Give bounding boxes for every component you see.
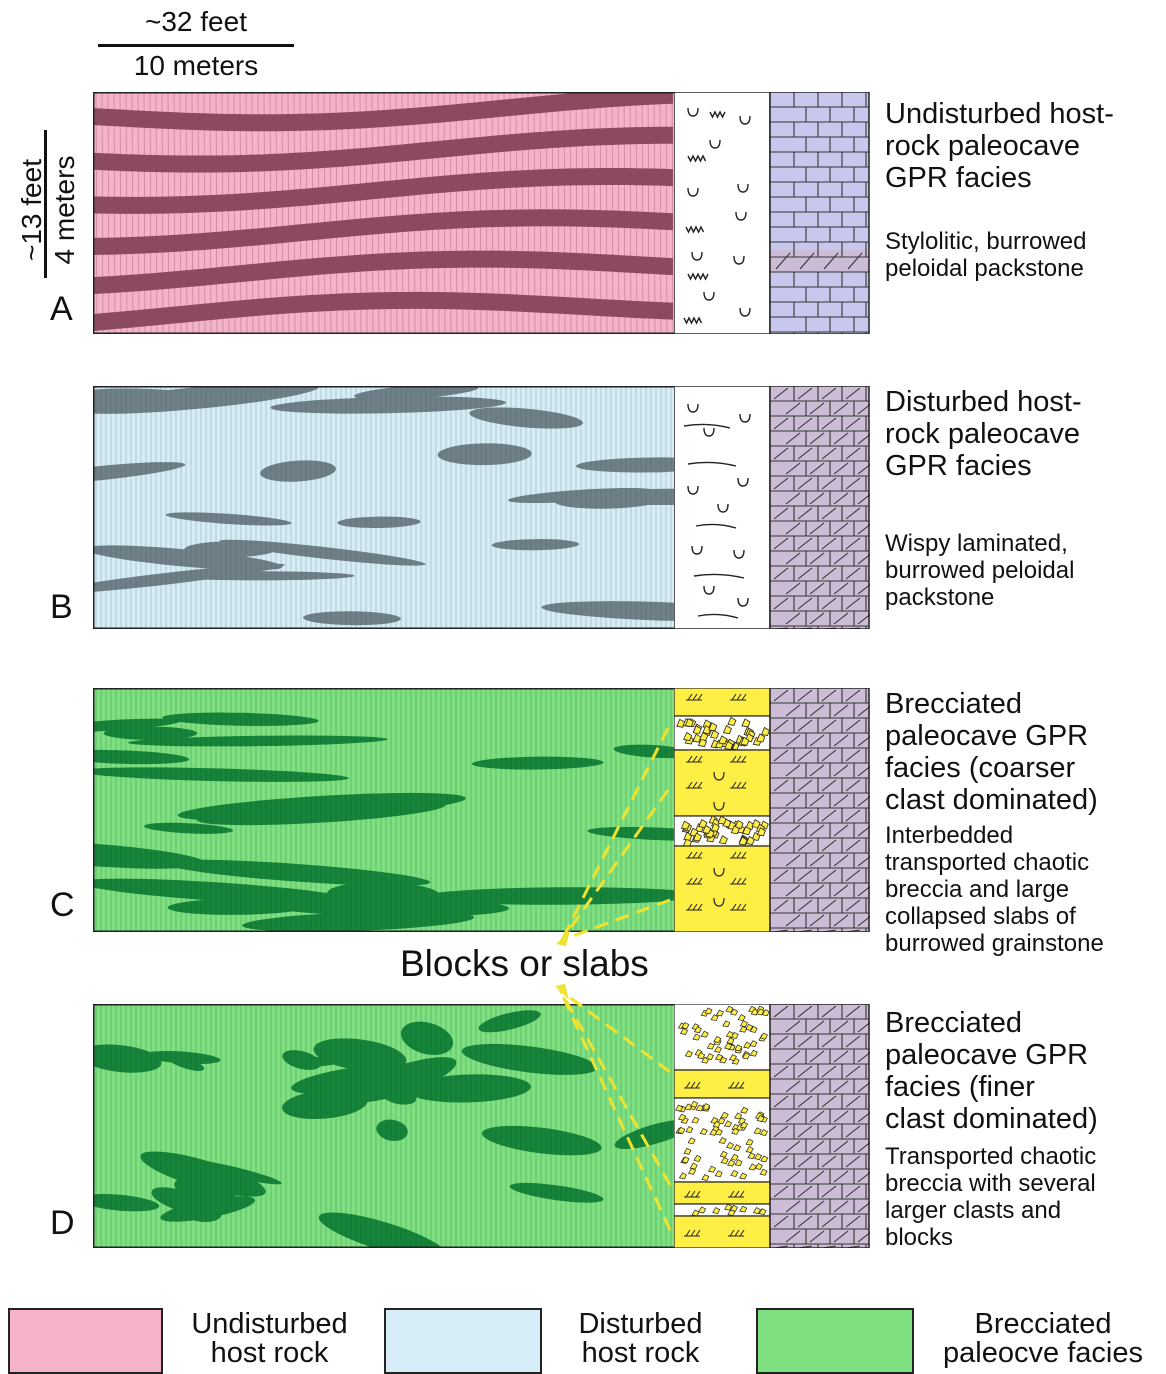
panel-letter-c: C (50, 886, 75, 924)
horizontal-scale-feet: ~32 feet (145, 6, 247, 37)
lithology-column-a (674, 92, 870, 334)
panel-letter-b: B (50, 588, 73, 626)
horizontal-scale-meters: 10 meters (133, 50, 259, 81)
legend-label-line: Undisturbed (191, 1308, 348, 1340)
gpr-radargram-panel-a (93, 92, 676, 334)
vertical-scale-bar (44, 130, 47, 278)
legend-swatch-disturbed (384, 1308, 542, 1374)
facies-desc-b: Wispy laminated, burrowed peloidal packs… (885, 530, 1160, 611)
facies-desc-line: blocks (885, 1224, 954, 1251)
legend-label-line: paleocve facies (943, 1337, 1143, 1369)
facies-text-a: Undisturbed host- rock paleocave GPR fac… (885, 98, 1160, 282)
facies-desc-c: Interbedded transported chaotic breccia … (885, 822, 1160, 957)
facies-title-line: GPR facies (885, 450, 1032, 482)
gpr-radargram-panel-c (93, 688, 676, 932)
facies-title-line: paleocave GPR (885, 1039, 1089, 1071)
facies-desc-d: Transported chaotic breccia with several… (885, 1143, 1160, 1251)
facies-title-line: rock paleocave (885, 130, 1081, 162)
facies-title-line: GPR facies (885, 162, 1032, 194)
facies-title-line: Undisturbed host- (885, 98, 1114, 130)
facies-title-line: paleocave GPR (885, 720, 1089, 752)
legend-label-line: host rock (581, 1337, 700, 1369)
lithology-column-d (674, 1004, 870, 1248)
lithology-column-c (674, 688, 870, 932)
lithology-column-b (674, 386, 870, 629)
gpr-radargram-panel-b (93, 386, 676, 629)
panel-letter-d: D (50, 1204, 75, 1242)
facies-desc-line: breccia and large (885, 876, 1070, 903)
legend-label-undisturbed: Undisturbed host rock (172, 1310, 367, 1368)
facies-desc-line: Wispy laminated, (885, 530, 1068, 557)
facies-title-line: rock paleocave (885, 418, 1081, 450)
panel-letter-a: A (50, 290, 73, 328)
facies-title-line: Brecciated (885, 1007, 1023, 1039)
facies-title-b: Disturbed host- rock paleocave GPR facie… (885, 386, 1160, 482)
facies-title-line: clast dominated) (885, 1103, 1098, 1135)
facies-desc-line: larger clasts and (885, 1197, 1062, 1224)
facies-text-b: Disturbed host- rock paleocave GPR facie… (885, 386, 1160, 611)
facies-desc-line: collapsed slabs of (885, 903, 1076, 930)
facies-title-c: Brecciated paleocave GPR facies (coarser… (885, 688, 1160, 816)
legend-swatch-brecciated (756, 1308, 914, 1374)
facies-desc-line: burrowed peloidal (885, 557, 1075, 584)
facies-title-a: Undisturbed host- rock paleocave GPR fac… (885, 98, 1160, 194)
gpr-radargram-panel-d (93, 1004, 676, 1248)
facies-desc-line: transported chaotic (885, 849, 1090, 876)
facies-title-line: Disturbed host- (885, 386, 1082, 418)
facies-text-c: Brecciated paleocave GPR facies (coarser… (885, 688, 1160, 957)
facies-desc-line: Stylolitic, burrowed (885, 228, 1087, 255)
horizontal-scale-bar (98, 44, 294, 47)
facies-desc-line: Transported chaotic (885, 1143, 1097, 1170)
facies-text-d: Brecciated paleocave GPR facies (finer c… (885, 1007, 1160, 1251)
facies-desc-a: Stylolitic, burrowed peloidal packstone (885, 228, 1160, 282)
facies-desc-line: peloidal packstone (885, 255, 1084, 282)
facies-title-line: clast dominated) (885, 784, 1098, 816)
facies-title-line: facies (finer (885, 1071, 1035, 1103)
legend-label-line: Brecciated (974, 1308, 1112, 1340)
legend-label-line: Disturbed (578, 1308, 703, 1340)
facies-desc-line: breccia with several (885, 1170, 1096, 1197)
facies-title-d: Brecciated paleocave GPR facies (finer c… (885, 1007, 1160, 1135)
legend-label-brecciated: Brecciated paleocve facies (926, 1310, 1160, 1368)
facies-title-line: facies (coarser (885, 752, 1076, 784)
facies-desc-line: Interbedded (885, 822, 1014, 849)
legend-label-line: host rock (210, 1337, 329, 1369)
legend-swatch-undisturbed (8, 1308, 163, 1374)
blocks-or-slabs-label: Blocks or slabs (400, 943, 649, 984)
facies-desc-line: burrowed grainstone (885, 930, 1104, 957)
facies-desc-line: packstone (885, 584, 995, 611)
legend-label-disturbed: Disturbed host rock (548, 1310, 733, 1368)
facies-title-line: Brecciated (885, 688, 1023, 720)
